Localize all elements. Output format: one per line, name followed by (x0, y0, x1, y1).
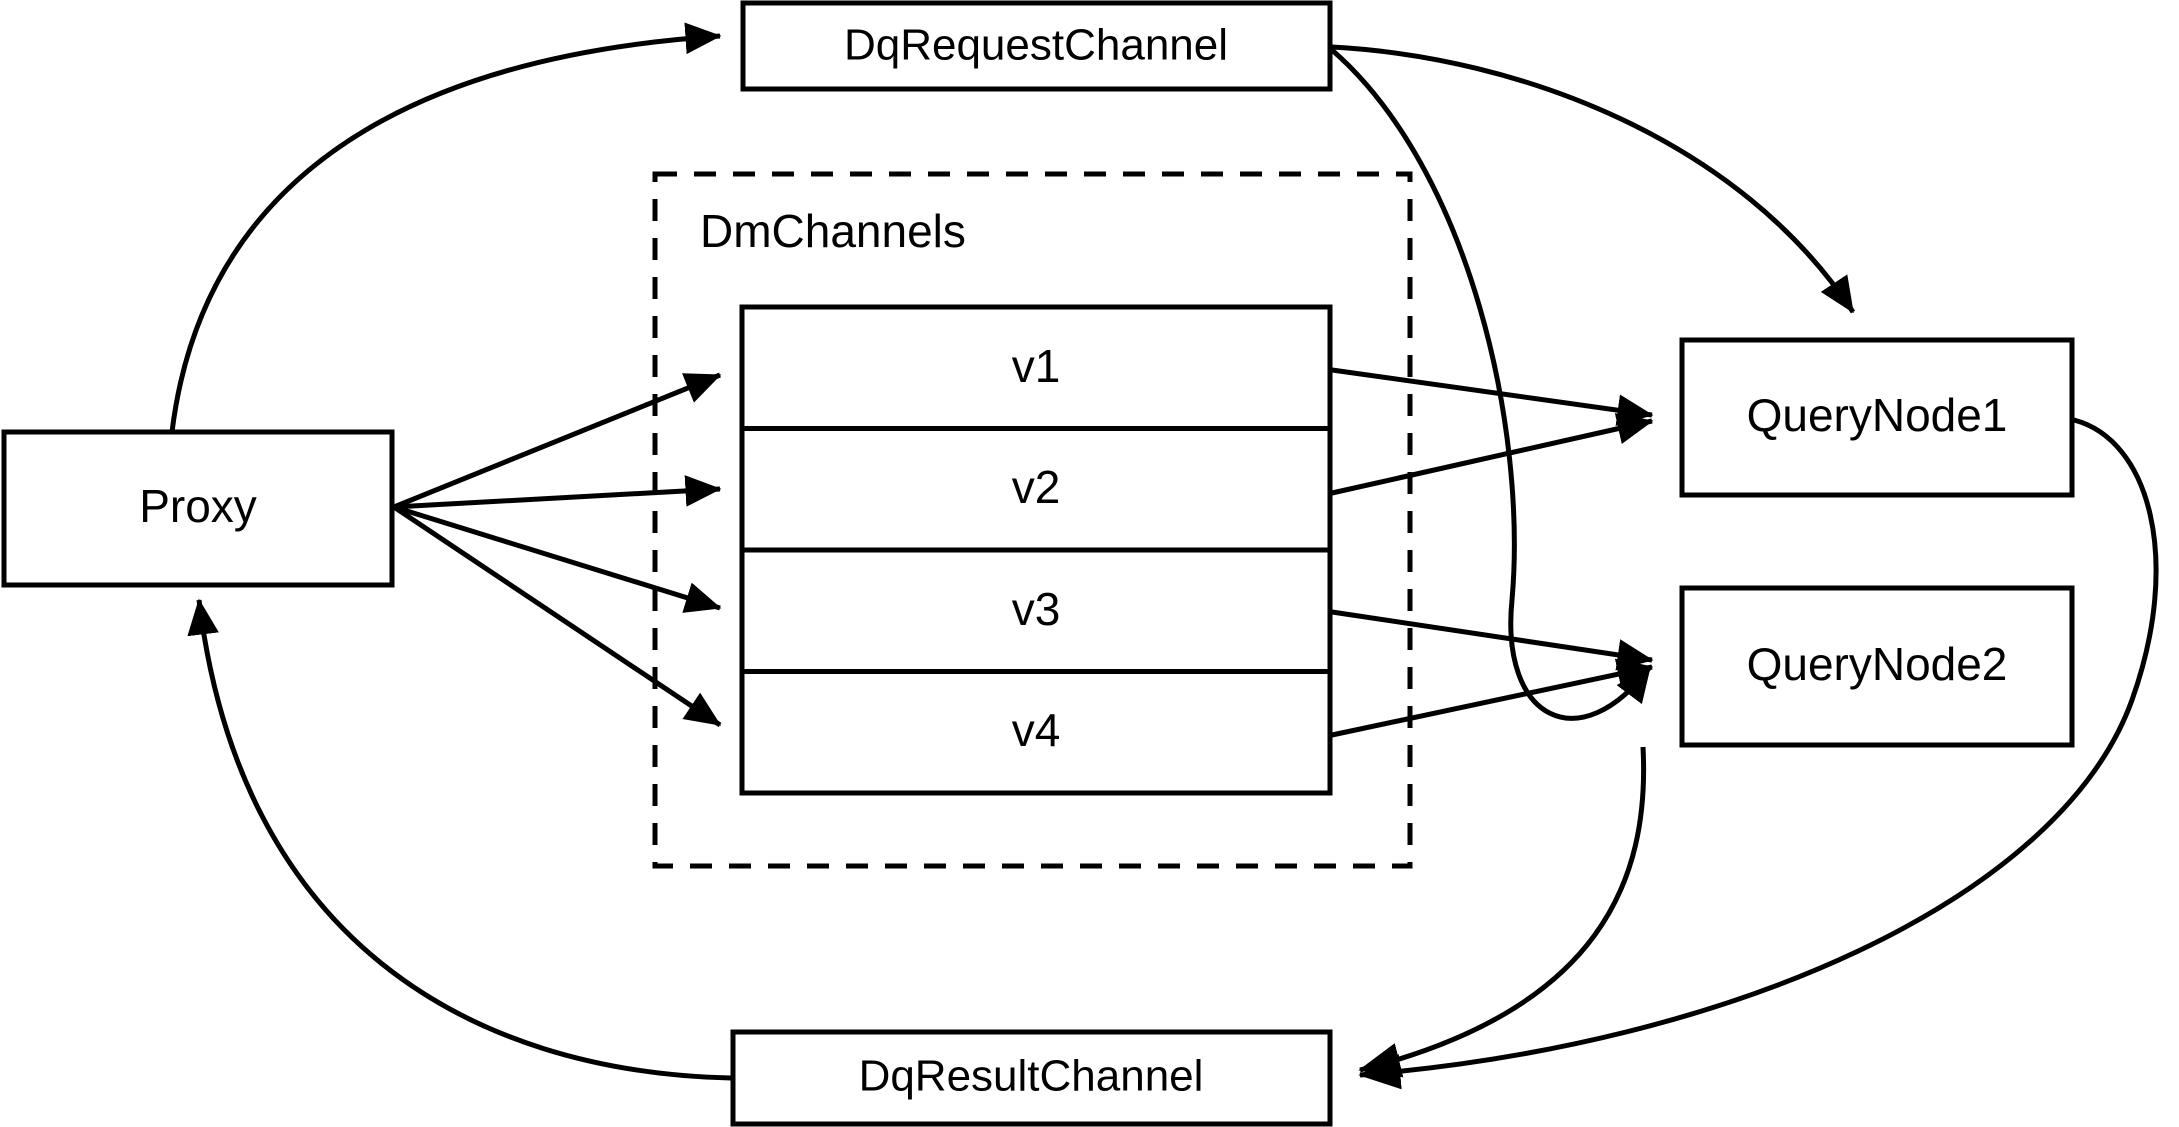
dq-result-channel-label: DqResultChannel (859, 1052, 1204, 1101)
dq-request-channel-box (740, 0, 1333, 92)
query-node-2-box (1679, 585, 2075, 748)
channel-row-v1-label: v1 (1012, 340, 1061, 392)
edge-dq-request-channel-to-query-node-1 (1331, 44, 1856, 314)
edge-dq-request-channel-to-query-node-2 (1330, 48, 1652, 721)
edge-proxy-to-v1 (393, 372, 722, 510)
edge-v3-to-query-node-2 (1331, 609, 1654, 671)
node-query-node-1: QueryNode1 (1679, 337, 2075, 498)
edge-proxy-to-v4 (392, 504, 722, 728)
edge-v1-to-query-node-1 (1331, 367, 1654, 426)
channel-stack: v1 v2 v3 v4 (739, 304, 1333, 796)
edge-proxy-to-dq-request-channel (169, 22, 722, 433)
query-node-1-label: QueryNode1 (1747, 389, 2008, 441)
edge-dq-result-channel-to-proxy (187, 598, 732, 1081)
node-query-node-2: QueryNode2 (1679, 585, 2075, 748)
dm-channels-group-label: DmChannels (700, 205, 966, 257)
dq-request-channel-label: DqRequestChannel (844, 21, 1228, 70)
channel-row-v3-label: v3 (1012, 583, 1061, 635)
channel-row-v4-label: v4 (1012, 704, 1061, 756)
node-proxy: Proxy (1, 429, 395, 588)
node-dq-result-channel: DqResultChannel (730, 1029, 1333, 1127)
proxy-label: Proxy (139, 480, 257, 532)
edge-query-node-1-to-dq-result-channel (1358, 417, 2159, 1090)
channel-row-v2-label: v2 (1012, 461, 1061, 513)
edge-query-node-2-to-dq-result-channel (1358, 746, 1647, 1078)
node-dq-request-channel: DqRequestChannel (740, 0, 1333, 92)
edge-v4-to-query-node-2 (1331, 658, 1654, 738)
dm-channels-group: DmChannels (652, 171, 1413, 869)
dm-channels-group-border (652, 171, 1413, 869)
edge-proxy-to-v2 (393, 475, 722, 510)
edge-v2-to-query-node-1 (1331, 413, 1654, 496)
dq-result-channel-box (730, 1029, 1333, 1127)
query-node-1-box (1679, 337, 2075, 498)
query-node-2-label: QueryNode2 (1747, 638, 2008, 690)
proxy-box (1, 429, 395, 588)
edge-proxy-to-v3 (393, 504, 722, 613)
